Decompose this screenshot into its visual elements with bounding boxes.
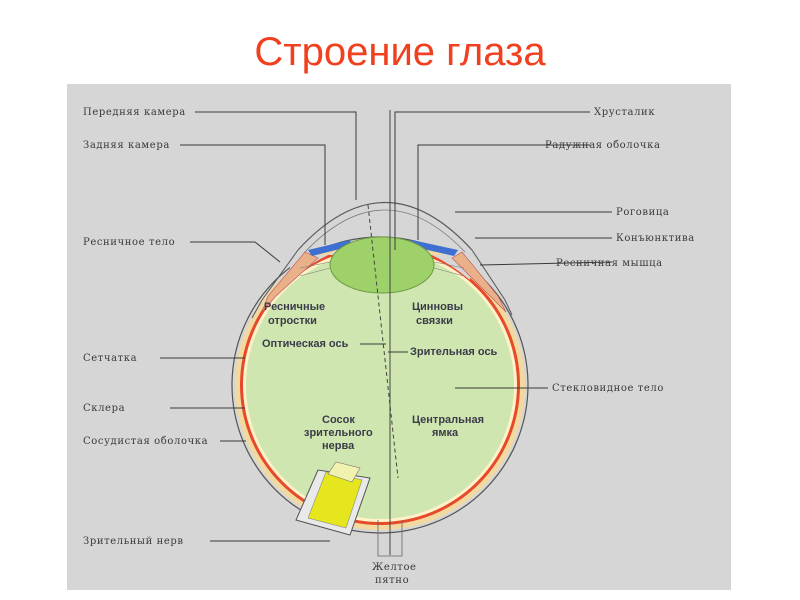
label-vitreous-body: Стекловидное тело [552, 383, 664, 394]
label-optic-nerve: Зрительный нерв [83, 536, 184, 547]
label-ciliary-processes-2: отростки [268, 315, 317, 327]
ciliary-body-right [471, 249, 513, 316]
label-optic-disc-1: Сосок [322, 414, 355, 426]
label-optic-disc-2: зрительного [304, 427, 373, 439]
lens [329, 236, 435, 294]
ciliary-right-fill [451, 251, 507, 313]
label-sclera: Склера [83, 403, 125, 414]
label-fovea-1: Центральная [412, 414, 484, 426]
iris-right [410, 240, 458, 256]
label-cornea: Роговица [616, 207, 670, 218]
eye-structure [231, 110, 529, 557]
label-lens: Хрусталик [594, 107, 655, 118]
cornea [297, 201, 473, 251]
label-fovea-2: ямка [432, 427, 459, 439]
macula-marker [377, 520, 403, 557]
label-conjunctiva: Конъюнктива [616, 233, 695, 244]
slide-title: Строение глаза [254, 30, 546, 74]
label-macula-1: Желтое [372, 562, 417, 573]
label-zonule-2: связки [416, 315, 453, 327]
label-optical-axis: Оптическая ось [262, 338, 349, 350]
label-visual-axis: Зрительная ось [410, 346, 498, 358]
label-ciliary-body: Ресничное тело [83, 237, 175, 248]
label-macula-2: пятно [375, 575, 409, 586]
label-retina: Сетчатка [83, 353, 137, 364]
optic-disc [327, 461, 361, 483]
vitreous-body [246, 251, 514, 519]
leader-lines [160, 111, 613, 542]
label-choroid: Сосудистая оболочка [83, 436, 208, 447]
iris-left [308, 240, 352, 256]
ciliary-body-left [251, 249, 299, 319]
label-zonule-1: Цинновы [412, 301, 463, 313]
label-optic-disc-3: нерва [322, 440, 355, 452]
label-ciliary-processes-1: Ресничные [264, 301, 325, 313]
visual-axis-line [367, 204, 399, 479]
label-anterior-chamber: Передняя камера [83, 107, 186, 118]
label-posterior-chamber: Задняя камера [83, 140, 170, 151]
label-iris: Радужная оболочка [545, 140, 661, 151]
zonule-fibers [299, 261, 465, 277]
label-ciliary-muscle: Ресничная мышца [556, 258, 663, 269]
